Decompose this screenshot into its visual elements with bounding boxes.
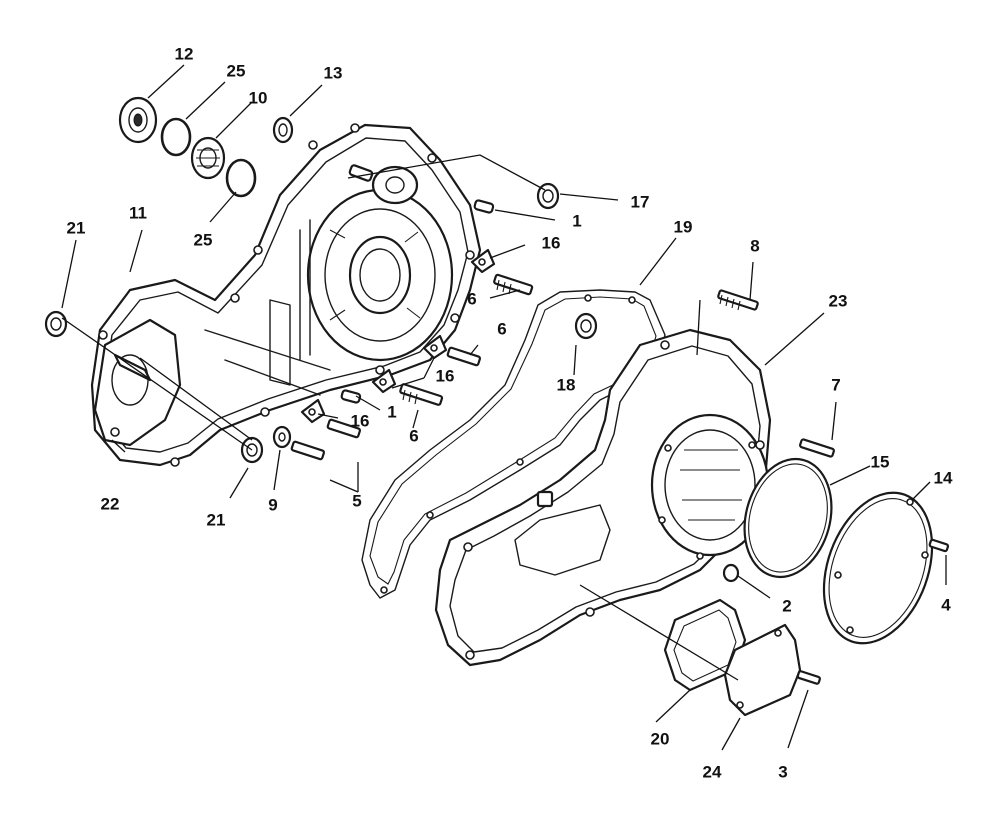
callout-25-lower: 25 (194, 230, 213, 249)
inspection-cover-24 (723, 623, 802, 717)
bolt-6-c (399, 383, 444, 406)
lock-plate-16-b (422, 334, 448, 360)
callout-16-lower: 16 (351, 411, 370, 430)
bolt-6-a (493, 273, 534, 296)
bolt-5-a (326, 418, 362, 439)
callout-9: 9 (268, 495, 277, 514)
callout-16-middle: 16 (436, 366, 455, 385)
callout-3: 3 (778, 762, 787, 781)
screw-4 (928, 538, 950, 553)
lock-plate-16-c (371, 368, 397, 394)
bearing-12 (118, 96, 158, 144)
screw-3 (796, 670, 821, 685)
callout-18: 18 (557, 375, 576, 394)
callout-11: 11 (129, 203, 147, 222)
inner-primary-cover-11 (90, 123, 482, 467)
callout-14: 14 (934, 468, 953, 487)
plug-2 (722, 563, 740, 583)
callout-2: 2 (782, 596, 791, 615)
dowel-18 (574, 312, 598, 340)
callout-25-top: 25 (227, 61, 246, 80)
seal-13 (272, 116, 294, 144)
dowel-pin-1-upper (473, 199, 495, 214)
outer-primary-cover-23 (434, 328, 772, 667)
leader-lines (61, 64, 947, 751)
callout-23: 23 (829, 291, 848, 310)
callouts: 12 25 10 13 17 1 16 19 8 23 21 11 25 6 6… (67, 44, 953, 781)
callout-15: 15 (871, 452, 890, 471)
callout-21-upper: 21 (67, 218, 86, 237)
callout-20: 20 (651, 729, 670, 748)
gasket-19 (361, 289, 666, 599)
callout-1-lower: 1 (387, 402, 396, 421)
derby-cover-14 (822, 491, 934, 645)
callout-5: 5 (352, 491, 361, 510)
screw-8 (717, 289, 759, 311)
callout-22: 22 (101, 494, 120, 513)
washer-9 (272, 425, 292, 449)
callout-10: 10 (249, 88, 268, 107)
callout-6-a: 6 (467, 289, 476, 308)
bushing-17 (536, 182, 560, 210)
callout-16-upper: 16 (542, 233, 561, 252)
lock-plate-16-d (300, 398, 326, 424)
callout-8: 8 (750, 236, 759, 255)
bolt-6-b (446, 346, 482, 367)
callout-13: 13 (324, 63, 343, 82)
callout-6-b: 6 (497, 319, 506, 338)
callout-7: 7 (831, 375, 840, 394)
screw-7 (799, 438, 835, 458)
callout-21-lower: 21 (207, 510, 226, 529)
callout-17: 17 (631, 192, 650, 211)
gasket-15 (743, 457, 833, 579)
callout-12: 12 (175, 44, 194, 63)
callout-1-upper: 1 (572, 211, 581, 230)
needle-bearing-10 (190, 136, 226, 180)
lock-plate-16-a (470, 248, 496, 274)
bolt-5-b (290, 440, 326, 461)
bushing-21-upper (44, 310, 68, 338)
callout-19: 19 (674, 217, 693, 236)
retaining-ring-25-lower (225, 158, 257, 198)
callout-24: 24 (703, 762, 722, 781)
callout-6-c: 6 (409, 426, 418, 445)
callout-4: 4 (941, 595, 951, 614)
retaining-ring-25-upper (160, 117, 192, 157)
